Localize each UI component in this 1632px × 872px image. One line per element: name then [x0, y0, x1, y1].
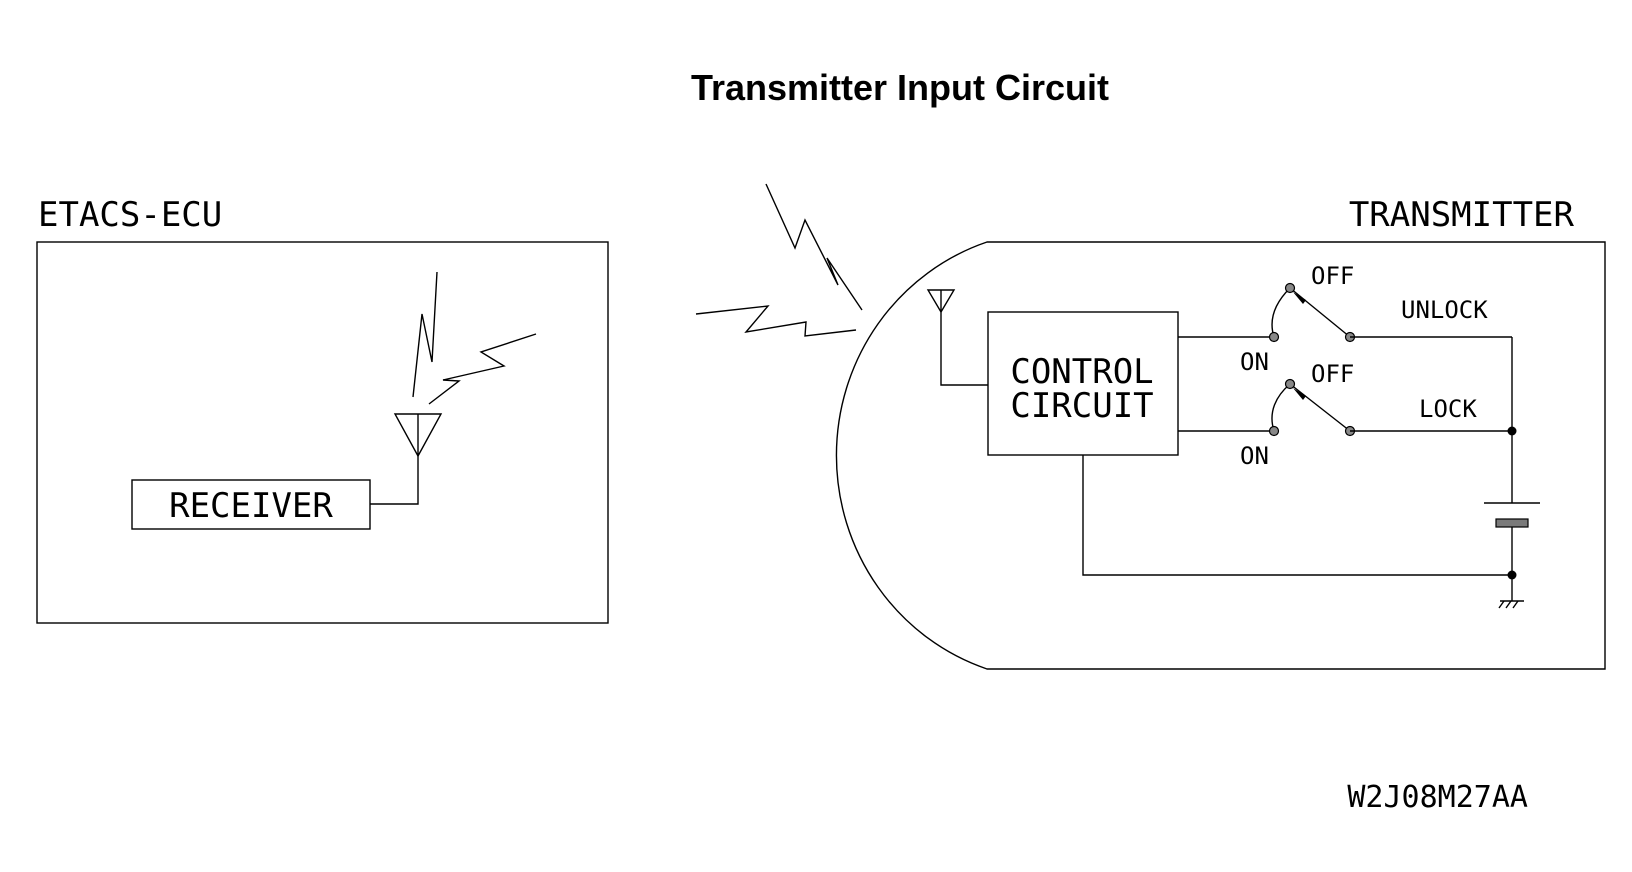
ground-icon [1498, 575, 1524, 609]
transmit-signal-zigzag-icon [765, 183, 863, 311]
control-circuit-label-line1: CONTROL [1010, 352, 1153, 392]
transmitter-label: TRANSMITTER [1349, 195, 1575, 235]
ground-return-line [1082, 455, 1512, 576]
unlock-switch [1178, 282, 1512, 343]
receiver-label: RECEIVER [169, 486, 333, 526]
ecu-box [36, 241, 609, 624]
lock-off-label: OFF [1311, 360, 1354, 388]
transmit-signal-zigzag-icon [695, 305, 857, 337]
ecu-label: ETACS-ECU [38, 195, 222, 235]
ecu-antenna-icon [370, 413, 443, 505]
transmitter-housing [835, 241, 1606, 670]
lock-on-label: ON [1240, 442, 1269, 470]
figure-code: W2J08M27AA [1347, 780, 1528, 815]
unlock-on-label: ON [1240, 348, 1269, 376]
lock-label: LOCK [1419, 395, 1477, 423]
unlock-off-label: OFF [1311, 262, 1354, 290]
transmitter-antenna-icon [926, 289, 988, 386]
battery-icon [1484, 502, 1540, 575]
unlock-label: UNLOCK [1401, 296, 1488, 324]
lock-switch [1178, 378, 1512, 437]
diagram-title: Transmitter Input Circuit [691, 67, 1109, 108]
junction-dot [1507, 426, 1517, 436]
ecu-signal-zigzag-icon [412, 271, 438, 398]
ecu-signal-zigzag-icon [428, 333, 537, 405]
control-circuit-label-line2: CIRCUIT [1010, 386, 1153, 426]
